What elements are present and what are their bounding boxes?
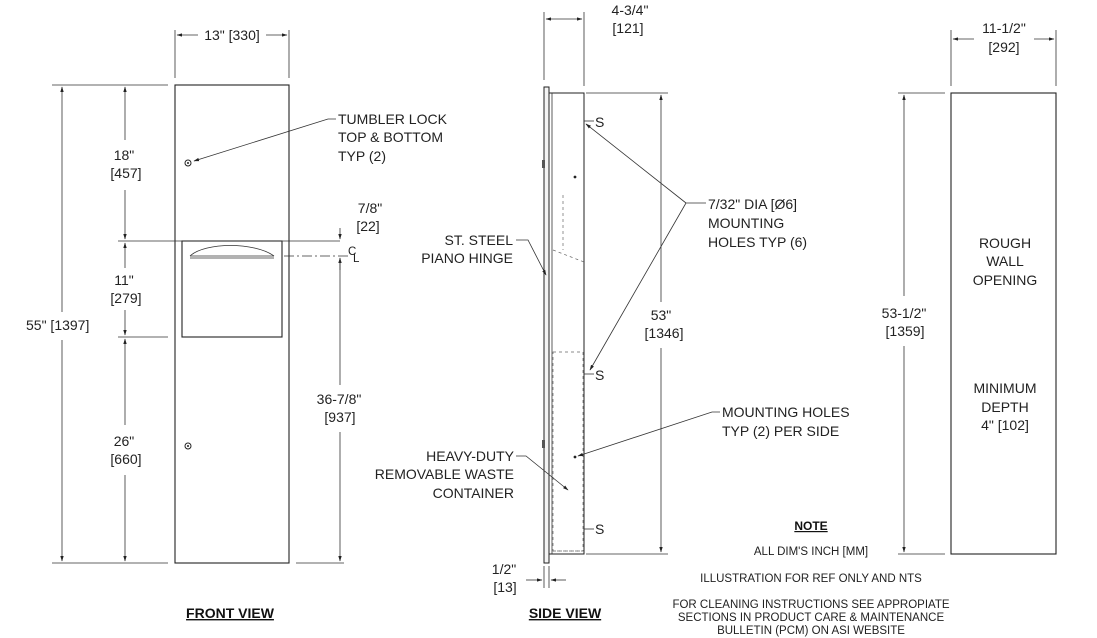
gap-dimension-mm: [22]: [356, 218, 379, 234]
tumbler-lock-bottom-icon: [184, 442, 192, 450]
centerline-symbol: C: [348, 246, 356, 258]
waste-container-dashed: [552, 351, 584, 552]
minimum-depth-line3: 4" [102]: [981, 417, 1029, 433]
waste-container-label-line1: HEAVY-DUTY: [426, 448, 515, 464]
rough-opening-height-mm: [1359]: [886, 323, 925, 339]
centerline-height-inch: 36-7/8": [317, 391, 362, 407]
front-width-dimension: 13" [330]: [204, 27, 260, 43]
waste-container-label-line3: CONTAINER: [433, 485, 514, 501]
tumbler-lock-label-line2: TOP & BOTTOM: [338, 129, 443, 145]
bottom-segment-inch: 26": [114, 433, 135, 449]
side-height-inch: 53": [651, 307, 672, 323]
flange-thickness-mm: [13]: [493, 579, 516, 595]
flange-thickness-inch: 1/2": [492, 561, 516, 577]
gap-dimension-inch: 7/8": [358, 200, 382, 216]
top-segment-mm: [457]: [110, 165, 141, 181]
mid-segment-mm: [279]: [110, 290, 141, 306]
piano-hinge-label-line2: PIANO HINGE: [421, 250, 513, 266]
mounting-holes-dia-label-line2: MOUNTING: [708, 215, 784, 231]
mid-segment-inch: 11": [114, 272, 134, 288]
side-view-title: SIDE VIEW: [529, 605, 602, 621]
mounting-holes-dia-label-line1: 7/32" DIA [Ø6]: [708, 196, 797, 212]
mounting-holes-per-side-line1: MOUNTING HOLES: [722, 404, 850, 420]
rough-opening-width-inch: 11-1/2": [982, 20, 1026, 36]
minimum-depth-line2: DEPTH: [981, 399, 1028, 415]
mounting-holes-per-side-line2: TYP (2) PER SIDE: [722, 423, 839, 439]
tumbler-lock-label-line3: TYP (2): [338, 148, 386, 164]
note-line-1: ALL DIM'S INCH [MM]: [754, 546, 868, 558]
rough-opening-label-line1: ROUGH: [979, 235, 1031, 251]
rough-wall-opening: 11-1/2" [292] 53-1/2" [1359] ROUGH WALL …: [882, 20, 1057, 555]
note-line-3: FOR CLEANING INSTRUCTIONS SEE APPROPIATE: [672, 599, 949, 611]
rough-opening-label-line3: OPENING: [973, 272, 1038, 288]
bottom-segment-mm: [660]: [110, 451, 141, 467]
tumbler-lock-top-icon: [184, 159, 192, 167]
minimum-depth-line1: MINIMUM: [974, 380, 1037, 396]
front-view-title: FRONT VIEW: [186, 605, 275, 621]
rough-opening-outline: [950, 92, 1057, 555]
note-heading: NOTE: [794, 519, 827, 533]
front-height-dimension: 55" [1397]: [26, 317, 89, 333]
towel-slot-curve: [189, 245, 275, 257]
mounting-holes-dia-label-line3: HOLES TYP (6): [708, 234, 807, 250]
piano-hinge-label-line1: ST. STEEL: [445, 232, 514, 248]
side-flange: [543, 86, 550, 564]
side-cabinet-body: [548, 92, 585, 555]
rough-opening-label-line2: WALL: [986, 253, 1024, 269]
tumbler-lock-label-line1: TUMBLER LOCK: [338, 111, 448, 127]
rough-opening-width-mm: [292]: [988, 39, 1019, 55]
hole-marker-top: S: [595, 114, 604, 130]
centerline-height-mm: [937]: [324, 409, 355, 425]
note-line-5: BULLETIN (PCM) ON ASI WEBSITE: [717, 625, 905, 637]
note-line-2: ILLUSTRATION FOR REF ONLY AND NTS: [700, 573, 922, 585]
top-segment-inch: 18": [114, 147, 135, 163]
rough-opening-height-inch: 53-1/2": [882, 305, 927, 321]
side-height-mm: [1346]: [645, 325, 684, 341]
front-view: 13" [330] 55" [1397] 18" [457] 11" [279]…: [26, 27, 448, 621]
hole-marker-mid: S: [595, 367, 604, 383]
notes-block: NOTE ALL DIM'S INCH [MM] ILLUSTRATION FO…: [672, 519, 949, 637]
side-depth-inch: 4-3/4": [612, 2, 649, 18]
side-view: S S S 4-3/4" [121] 1/2" [13] 53" [1346] …: [375, 2, 850, 621]
waste-container-label-line2: REMOVABLE WASTE: [375, 466, 514, 482]
side-depth-mm: [121]: [612, 20, 643, 36]
centerline-symbol-sub: L: [353, 253, 360, 265]
hole-marker-bottom: S: [595, 521, 604, 537]
towel-dispenser-window: [181, 240, 283, 338]
note-line-4: SECTIONS IN PRODUCT CARE & MAINTENANCE: [678, 612, 945, 624]
